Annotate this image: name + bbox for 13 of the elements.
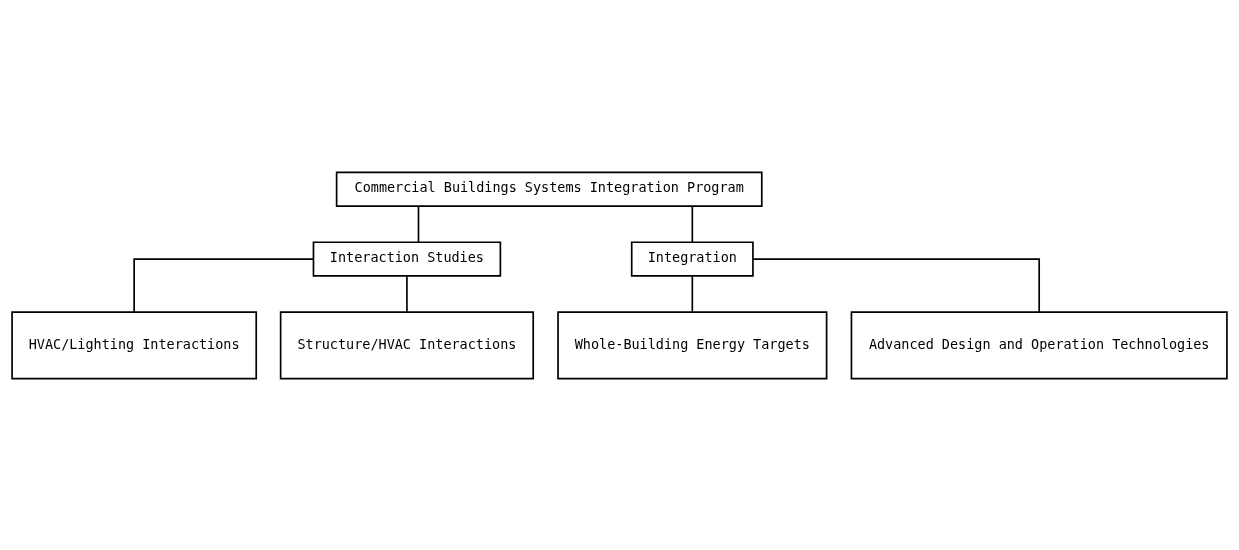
node-box: Commercial Buildings Systems Integration Program bbox=[335, 171, 763, 207]
connector bbox=[406, 274, 408, 313]
connector bbox=[133, 257, 315, 313]
node-box: Whole-Building Energy Targets bbox=[557, 310, 828, 379]
node-box: Structure/HVAC Interactions bbox=[279, 310, 535, 379]
connector bbox=[417, 204, 420, 243]
node-box: HVAC/Lighting Interactions bbox=[11, 310, 258, 379]
node-box: Integration bbox=[630, 240, 754, 277]
node-box: Advanced Design and Operation Technologies bbox=[850, 310, 1228, 379]
connector bbox=[691, 204, 694, 243]
connector bbox=[752, 257, 1041, 313]
connector bbox=[691, 274, 694, 313]
node-box: Interaction Studies bbox=[312, 240, 502, 277]
